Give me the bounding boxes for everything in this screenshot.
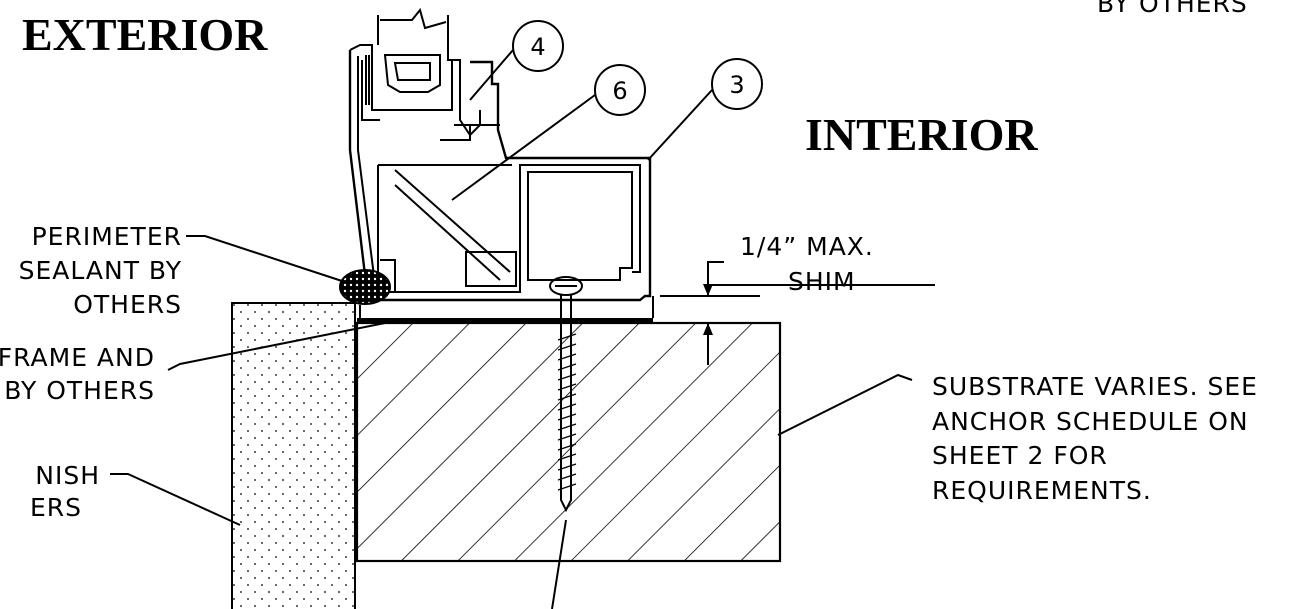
perimeter-sealant-bead (339, 269, 391, 305)
svg-text:BY OTHERS: BY OTHERS (4, 376, 155, 405)
leader-lines (110, 49, 935, 609)
shim-edges (359, 296, 654, 318)
finish-note: NISH ERS (30, 461, 100, 522)
substrate-note: SUBSTRATE VARIES. SEE ANCHOR SCHEDULE ON… (932, 372, 1258, 505)
exterior-heading: EXTERIOR (22, 9, 268, 60)
wall-finish-section (231, 302, 356, 609)
callout-4-number: 4 (530, 33, 545, 61)
svg-text:SEALANT BY: SEALANT BY (19, 256, 182, 285)
shim-dimension (660, 261, 760, 365)
frame-extrusion (348, 7, 652, 302)
by-others-fragment: BY OTHERS (1097, 0, 1248, 18)
svg-text:SUBSTRATE VARIES. SEE: SUBSTRATE VARIES. SEE (932, 372, 1258, 401)
callout-6: 6 (594, 64, 646, 116)
callout-3-number: 3 (729, 71, 744, 99)
callout-6-number: 6 (612, 77, 627, 105)
callout-3: 3 (711, 58, 763, 110)
svg-text:OTHERS: OTHERS (73, 290, 182, 319)
svg-text:REQUIREMENTS.: REQUIREMENTS. (932, 476, 1152, 505)
svg-text:SHEET 2 FOR: SHEET 2 FOR (932, 441, 1108, 470)
callout-4: 4 (512, 20, 564, 72)
svg-text:1/4” MAX.: 1/4” MAX. (740, 232, 874, 261)
shim-note: 1/4” MAX. SHIM (740, 232, 874, 296)
frame-note: FRAME AND BY OTHERS (0, 343, 155, 405)
svg-text:NISH: NISH (35, 461, 100, 490)
svg-text:PERIMETER: PERIMETER (32, 222, 182, 251)
svg-text:FRAME AND: FRAME AND (0, 343, 155, 372)
shim-plate (357, 318, 653, 323)
svg-text:ERS: ERS (30, 493, 82, 522)
substrate-section (355, 321, 782, 563)
svg-text:SHIM: SHIM (788, 267, 856, 296)
interior-heading: INTERIOR (805, 109, 1038, 160)
perimeter-sealant-note: PERIMETER SEALANT BY OTHERS (19, 222, 182, 319)
anchor-screw (549, 276, 583, 513)
svg-text:ANCHOR SCHEDULE ON: ANCHOR SCHEDULE ON (932, 407, 1249, 436)
